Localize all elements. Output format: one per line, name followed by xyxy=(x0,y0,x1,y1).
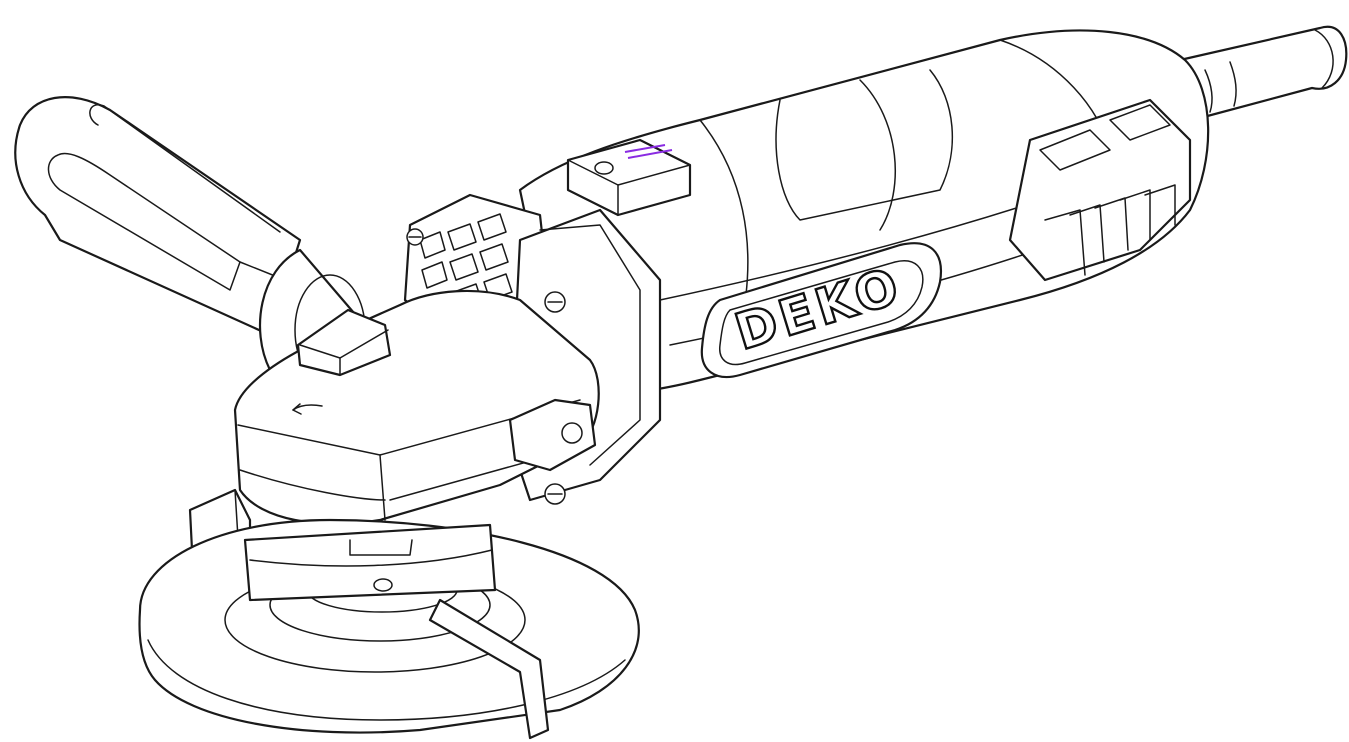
wheel-guard xyxy=(138,518,640,740)
rear-vents xyxy=(1008,98,1192,282)
rotation-arrow-icon xyxy=(292,403,323,415)
power-cord xyxy=(1178,25,1348,120)
screw-icon xyxy=(544,483,566,505)
slide-switch xyxy=(566,138,692,217)
spindle-lock-button xyxy=(296,308,392,377)
screw-icon xyxy=(406,228,424,246)
side-handle xyxy=(14,96,302,337)
screw-icon xyxy=(544,291,566,313)
